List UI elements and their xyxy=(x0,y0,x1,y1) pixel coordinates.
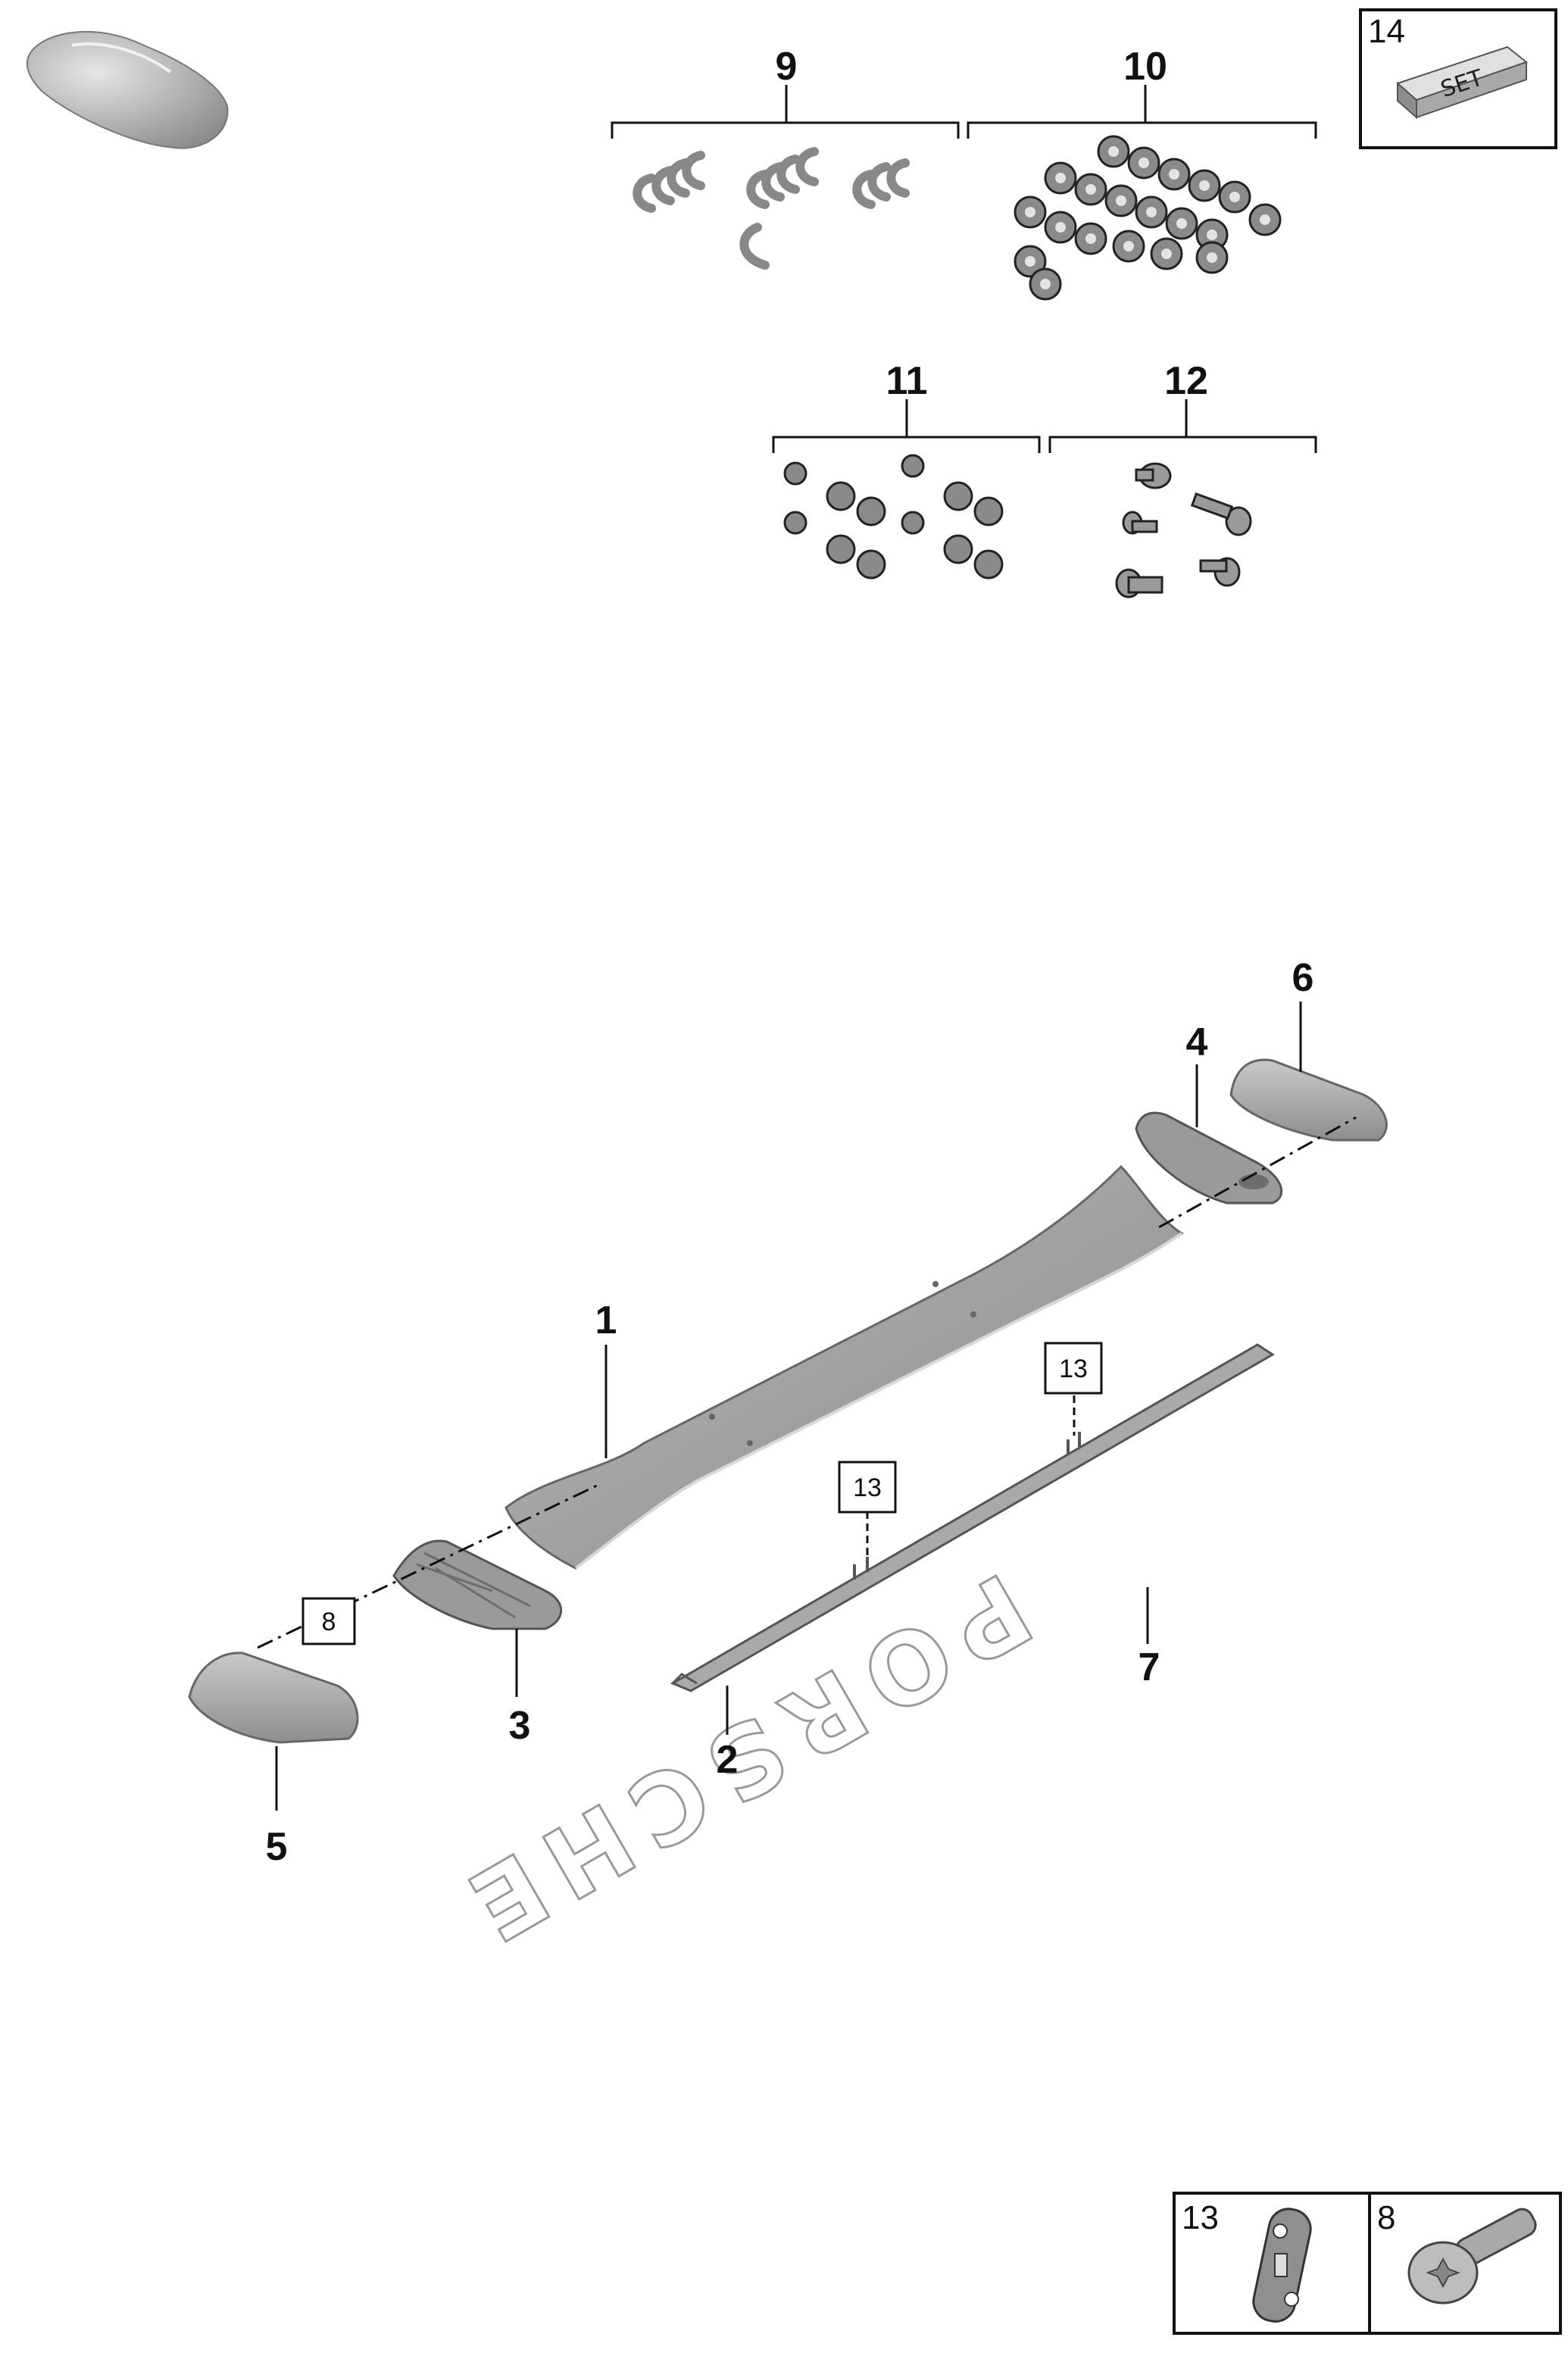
callout-10: 10 xyxy=(1123,45,1167,89)
callout-2: 2 xyxy=(717,1738,739,1782)
group-bracket-11-12 xyxy=(772,399,1317,453)
label-ref_boxes-b8: 8 xyxy=(322,1608,336,1636)
legend-item-8-number: 8 xyxy=(1377,2199,1395,2236)
callout-1: 1 xyxy=(595,1298,617,1342)
side-plate-3 xyxy=(392,1539,563,1630)
side-plate-4 xyxy=(1135,1111,1283,1205)
ref-box-13-right: 13 xyxy=(1044,1342,1103,1395)
callout-6: 6 xyxy=(1292,956,1314,1000)
set-block-icon: SET xyxy=(1396,45,1529,120)
ref-box-13-left: 13 xyxy=(838,1461,897,1514)
car-silhouette-icon xyxy=(26,30,229,149)
legend-item-13-number: 13 xyxy=(1182,2199,1219,2236)
callout-5: 5 xyxy=(266,1825,288,1869)
ref-box-8: 8 xyxy=(301,1597,356,1645)
spoiler-lip-strip xyxy=(670,1343,1275,1692)
callout-12: 12 xyxy=(1164,359,1208,403)
screw-nut-set-icon xyxy=(783,454,1004,580)
alignment-lines xyxy=(257,1116,1357,1649)
clip-set-icon xyxy=(633,147,910,270)
set-kit-box: 14 SET xyxy=(1359,8,1557,149)
end-cap-6 xyxy=(1229,1058,1388,1142)
callout-9: 9 xyxy=(776,45,798,89)
clip-bracket-icon xyxy=(1252,2208,1312,2323)
dash-leader-lines xyxy=(866,1395,1076,1557)
callout-7: 7 xyxy=(1139,1645,1160,1689)
leader-lines xyxy=(275,1002,1302,1811)
rear-spoiler-wing xyxy=(504,1164,1184,1570)
callout-4: 4 xyxy=(1186,1020,1208,1064)
label-ref_boxes-b13a: 13 xyxy=(853,1473,882,1502)
set-box-number: 14 xyxy=(1368,13,1405,50)
callout-11: 11 xyxy=(886,359,928,403)
end-cap-5 xyxy=(188,1651,359,1744)
group-bracket-9-10 xyxy=(611,85,1317,139)
callout-3: 3 xyxy=(509,1704,531,1748)
label-ref_boxes-b13b: 13 xyxy=(1059,1355,1088,1383)
stud-set-icon xyxy=(1115,462,1252,598)
legend-panel: 13 8 xyxy=(1173,2192,1562,2335)
torx-screw-icon xyxy=(1407,2208,1537,2305)
